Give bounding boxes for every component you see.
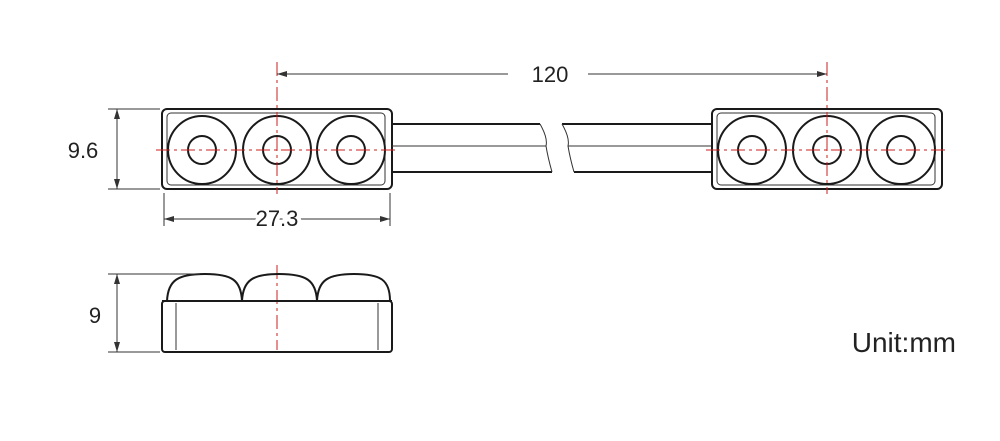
thickness-label: 9 (89, 303, 101, 328)
dimension-thickness: 9 (89, 273, 200, 353)
dimension-distance: 120 (277, 62, 827, 87)
right-module-inner (716, 112, 936, 186)
center-lines (156, 62, 948, 350)
module-side-view (161, 272, 393, 353)
distance-label: 120 (532, 62, 569, 87)
height-label: 9.6 (68, 138, 99, 163)
cable (392, 123, 712, 173)
dimension-height: 9.6 (68, 108, 160, 190)
unit-label: Unit:mm (852, 327, 956, 358)
width-label: 27.3 (256, 206, 299, 231)
left-module-inner (166, 112, 386, 186)
dimension-width: 27.3 (163, 193, 391, 235)
